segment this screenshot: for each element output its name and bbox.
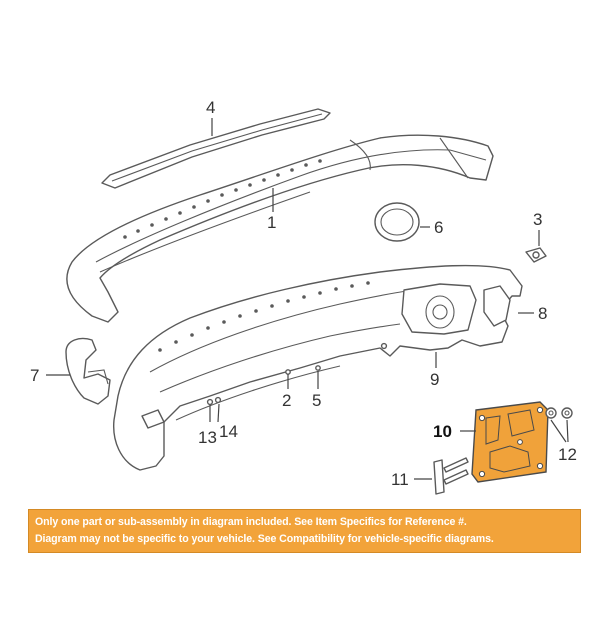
bumper-cover-part <box>113 264 523 471</box>
callout-8: 8 <box>538 304 547 323</box>
disclaimer-line-1: Only one part or sub-assembly in diagram… <box>35 516 467 528</box>
callout-12: 12 <box>558 445 577 464</box>
callout-5: 5 <box>312 391 321 410</box>
round-cap-part <box>374 202 420 242</box>
small-clip-part <box>525 247 547 263</box>
callout-9: 9 <box>430 370 439 389</box>
callout-2: 2 <box>282 391 291 410</box>
nut-fasteners-part <box>545 407 573 419</box>
disclaimer-line-2: Diagram may not be specific to your vehi… <box>35 533 494 545</box>
callout-7: 7 <box>30 366 39 385</box>
callout-1: 1 <box>267 213 276 232</box>
disclaimer-banner: Only one part or sub-assembly in diagram… <box>28 509 581 553</box>
callout-10: 10 <box>433 422 452 441</box>
callout-3: 3 <box>533 210 542 229</box>
trim-strip-part <box>101 108 331 189</box>
callout-11: 11 <box>391 470 409 489</box>
callout-6: 6 <box>434 218 443 237</box>
leader-lines <box>46 118 569 480</box>
callout-14: 14 <box>219 422 238 441</box>
callout-4: 4 <box>206 98 215 117</box>
end-cap-part <box>65 337 111 405</box>
strap-bracket-part <box>433 457 469 495</box>
bracket-plate-part-highlighted <box>471 401 549 483</box>
callout-13: 13 <box>198 428 217 447</box>
bumper-reinforcement-part <box>66 134 494 323</box>
